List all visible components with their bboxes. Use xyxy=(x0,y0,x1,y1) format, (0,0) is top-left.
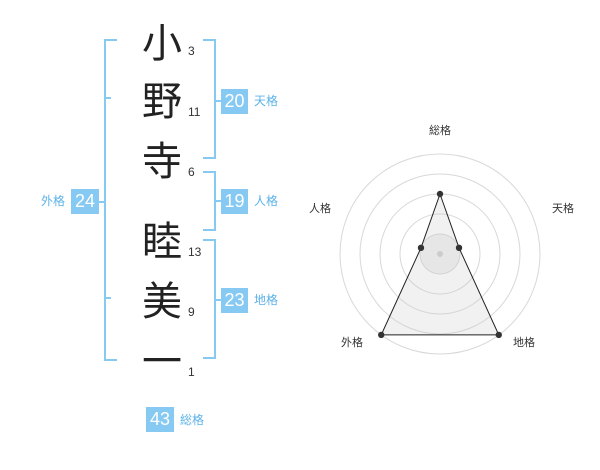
name-char-4: 睦 xyxy=(142,219,182,265)
name-char-2: 野 xyxy=(142,79,182,125)
name-char-1: 小 xyxy=(142,21,182,67)
radar-ring-4 xyxy=(359,173,521,335)
soukaku-label: 総格 xyxy=(180,413,205,427)
chikaku-score: 23 xyxy=(221,288,248,313)
name-char-3: 寺 xyxy=(142,139,182,185)
radar-center xyxy=(437,251,443,257)
name-char-5: 美 xyxy=(142,279,182,325)
radar-ring-2 xyxy=(399,213,481,295)
stroke-count-5: 9 xyxy=(188,305,195,319)
stroke-count-3: 6 xyxy=(188,165,195,179)
radar-axis-label-4: 外格 xyxy=(341,335,363,349)
chikaku-label: 地格 xyxy=(254,293,279,307)
tenkaku-label: 天格 xyxy=(254,94,279,108)
radar-point-4 xyxy=(378,331,385,339)
radar-axis-label-5: 人格 xyxy=(309,201,331,215)
soukaku-score: 43 xyxy=(146,407,174,432)
stroke-count-2: 11 xyxy=(188,105,201,119)
radar-axis-label-2: 天格 xyxy=(552,201,574,215)
radar-axis-label-3: 地格 xyxy=(513,335,535,349)
radar-point-3 xyxy=(495,331,502,339)
radar-axis-label-1: 総格 xyxy=(429,123,451,137)
tenkaku-score: 20 xyxy=(221,89,248,114)
gaikaku-label: 外格 xyxy=(41,194,66,208)
stroke-count-1: 3 xyxy=(188,44,195,58)
radar-point-1 xyxy=(436,190,444,198)
radar-point-5 xyxy=(417,244,425,252)
jinkaku-label: 人格 xyxy=(254,194,279,208)
radar-point-2 xyxy=(455,244,463,252)
stroke-count-4: 13 xyxy=(188,245,202,259)
radar-polygon xyxy=(380,192,500,336)
name-char-6: 一 xyxy=(142,339,182,385)
jinkaku-score: 19 xyxy=(221,189,248,214)
gaikaku-score: 24 xyxy=(71,189,99,214)
stroke-count-6: 1 xyxy=(188,365,195,379)
radar-ring-5 xyxy=(339,153,541,355)
